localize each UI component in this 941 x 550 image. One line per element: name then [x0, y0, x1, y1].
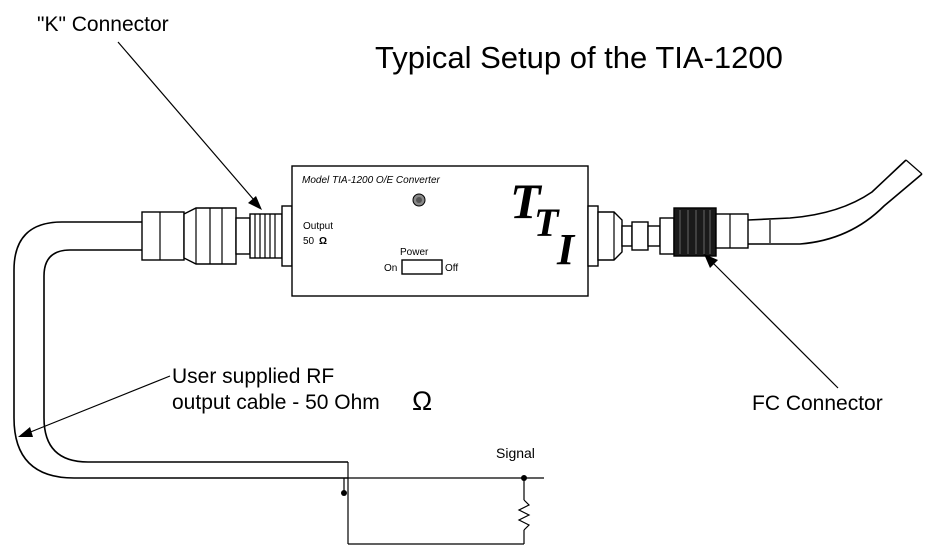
k-connector [249, 205, 293, 267]
power-switch-on-label: On [384, 263, 397, 274]
diagram-title: Typical Setup of the TIA-1200 [375, 40, 783, 75]
power-label: Power [400, 247, 429, 258]
fc-adapter [587, 205, 661, 267]
svg-text:I: I [556, 225, 576, 274]
cable-label-arrow [18, 375, 171, 437]
fc-connector-arrow [704, 254, 839, 389]
k-connector-arrow [117, 41, 262, 210]
cable-label-line2: output cable - 50 Ohm [172, 391, 380, 414]
output-impedance-value: 50 [303, 236, 315, 247]
power-switch-off-label: Off [445, 263, 458, 274]
load-resistor [517, 499, 531, 531]
output-ohm-symbol: Ω [319, 236, 327, 247]
sma-plug [141, 207, 251, 265]
rf-output-cable [13, 221, 348, 479]
load-circuit [341, 462, 544, 545]
optical-fiber-cable [747, 159, 923, 245]
power-switch[interactable] [401, 259, 443, 275]
tia-1200-converter: Model TIA-1200 O/E Converter Output 50 Ω… [291, 165, 589, 297]
cable-label-line1: User supplied RF [172, 365, 334, 388]
svg-text:T: T [534, 200, 560, 245]
signal-label: Signal [496, 445, 535, 461]
svg-text:T: T [510, 173, 543, 229]
fc-connector-label: FC Connector [752, 392, 883, 415]
k-connector-label: "K" Connector [37, 13, 169, 36]
output-label: Output [303, 221, 333, 232]
cable-ohm-symbol: Ω [412, 386, 432, 416]
fc-connector [659, 207, 749, 257]
tti-logo: T T I [510, 173, 576, 274]
device-model-text: Model TIA-1200 O/E Converter [302, 175, 441, 186]
